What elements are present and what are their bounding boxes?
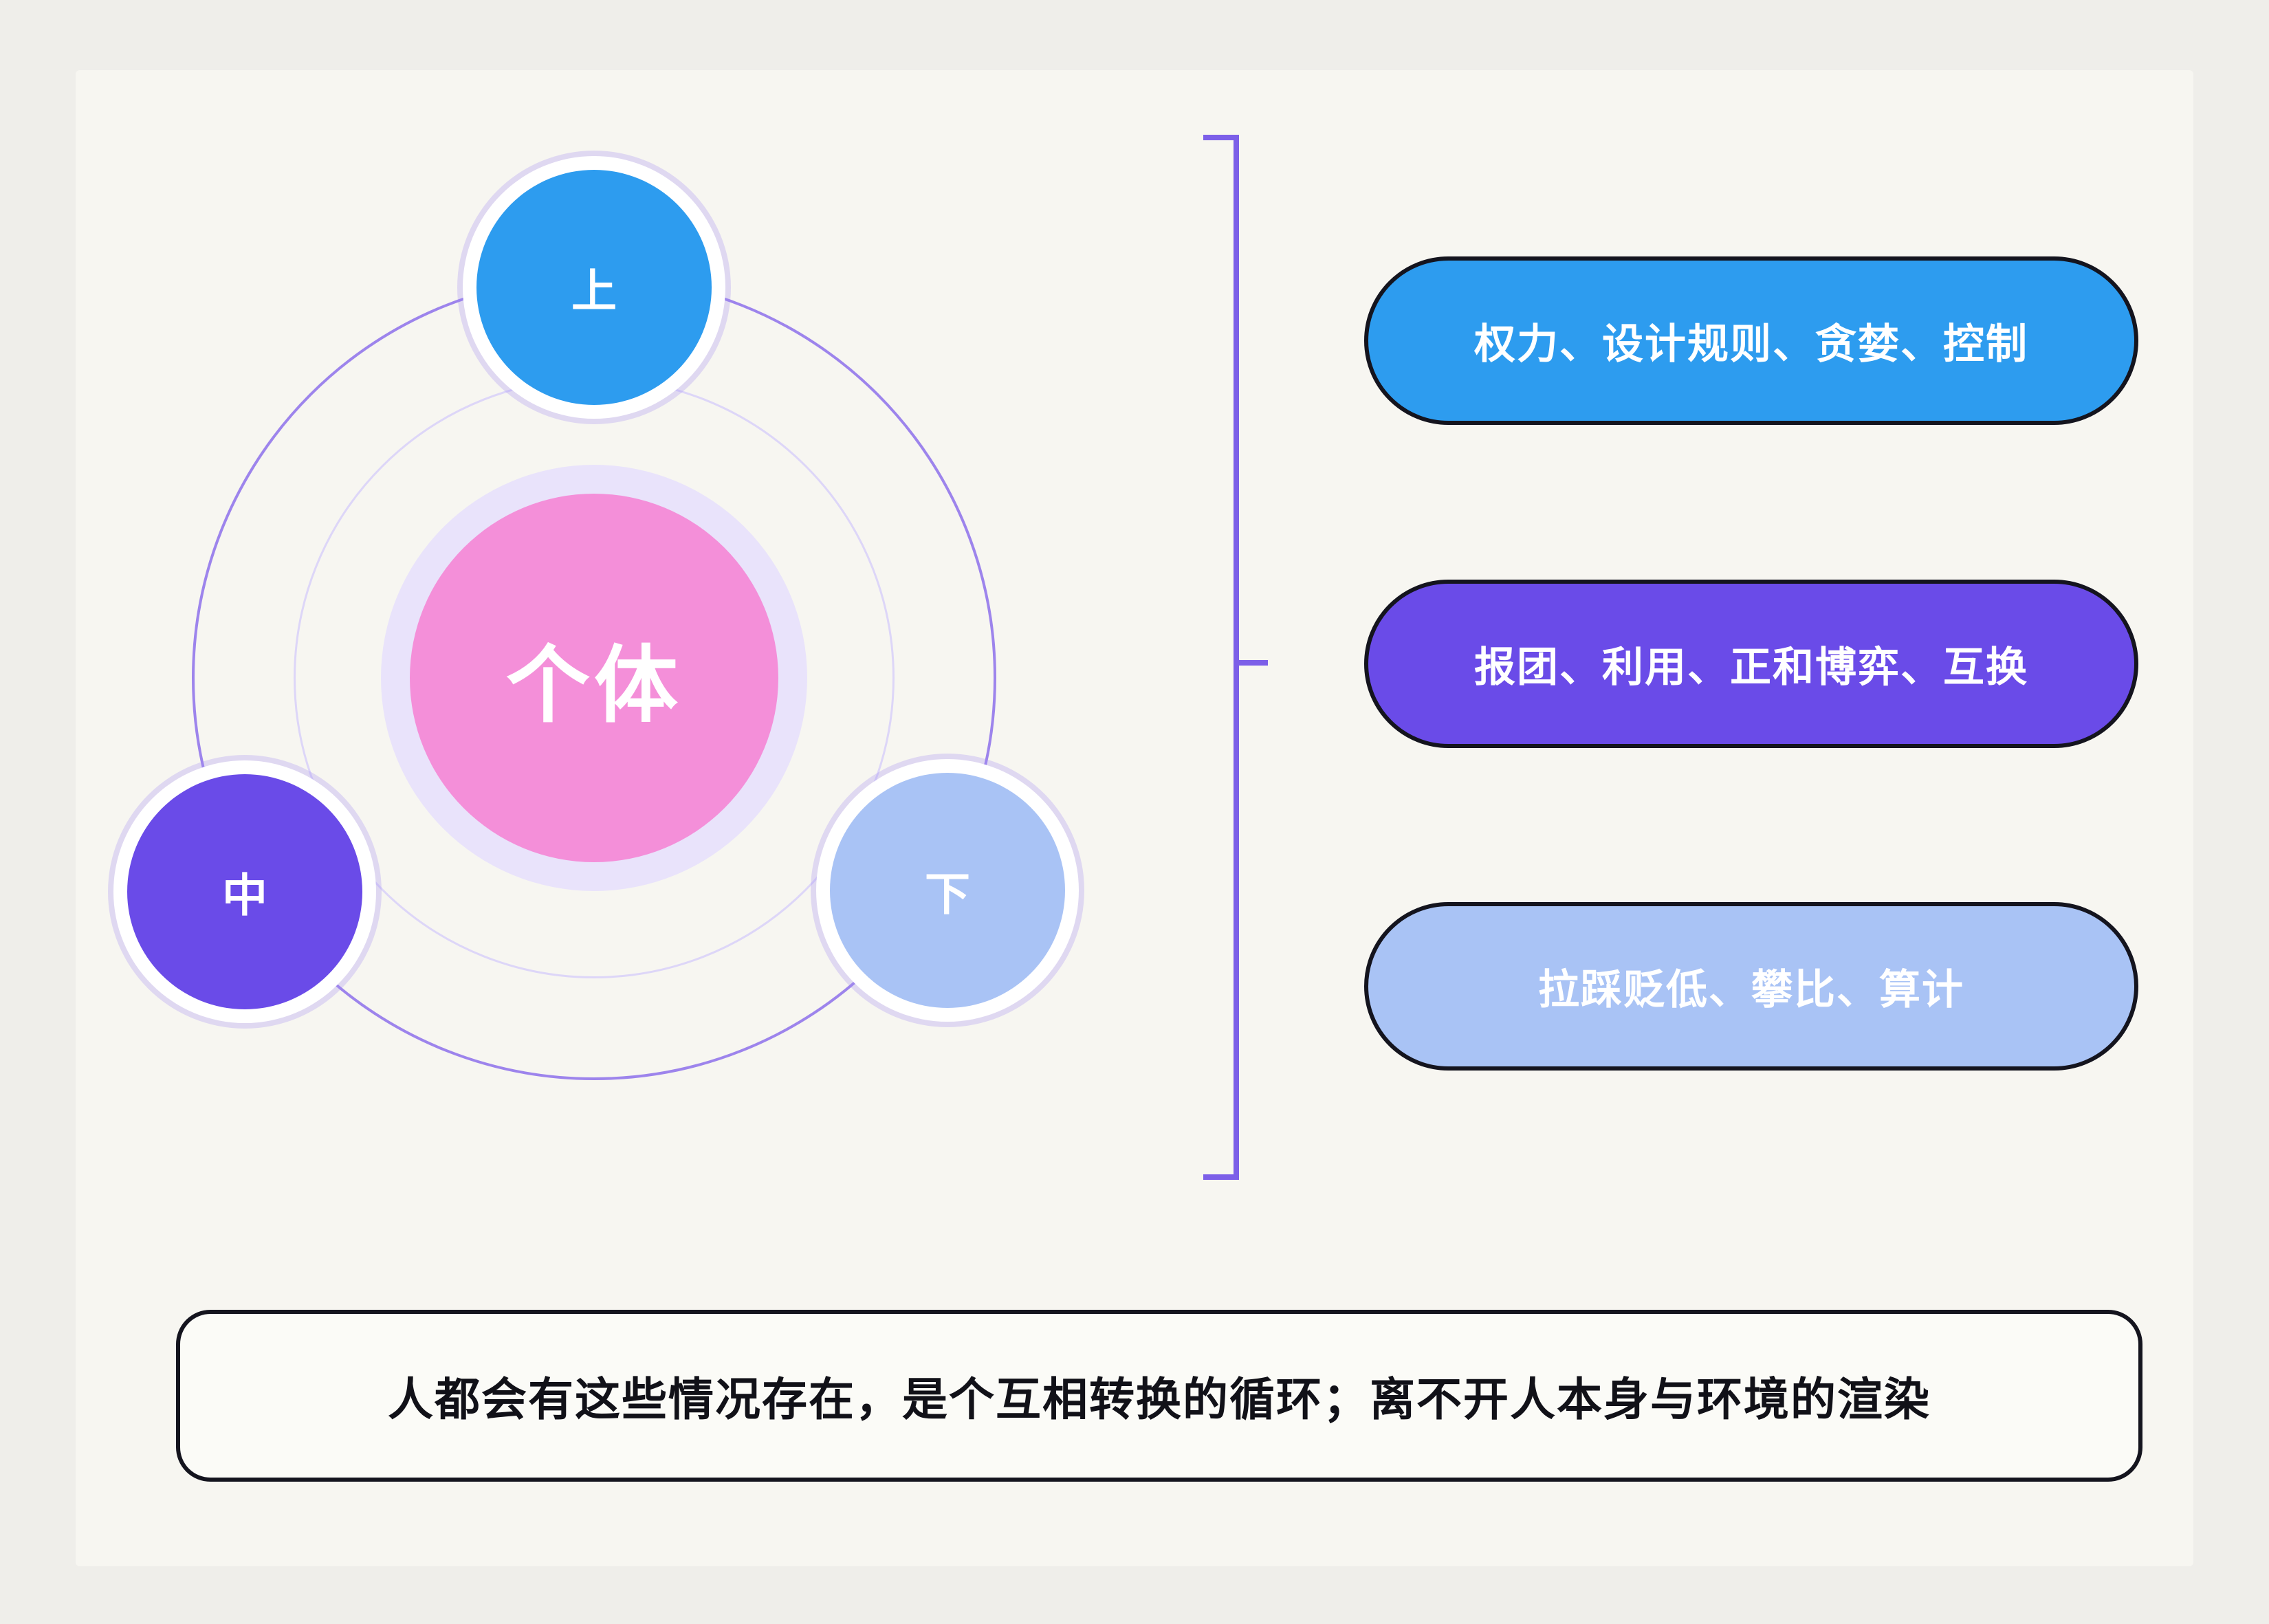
satellite-node-top[interactable]: 上: [476, 170, 712, 405]
bracket-connector: [1234, 135, 1239, 1180]
note-box[interactable]: 人都会有这些情况存在，是个互相转换的循环；离不开人本身与环境的渲染: [176, 1310, 2142, 1482]
note-box-label: 人都会有这些情况存在，是个互相转换的循环；离不开人本身与环境的渲染: [388, 1373, 1931, 1426]
bracket-tick-bottom: [1203, 1174, 1239, 1180]
pill-middle-traits-label: 报团、利用、正和博弈、互换: [1474, 644, 2028, 692]
pill-bottom-traits-label: 拉踩贬低、攀比、算计: [1538, 966, 1964, 1014]
pill-top-traits-label: 权力、设计规则、贪婪、控制: [1474, 320, 2028, 369]
bracket-tick-middle: [1234, 660, 1268, 666]
satellite-node-bottom-label: 下: [925, 868, 970, 921]
pill-top-traits[interactable]: 权力、设计规则、贪婪、控制: [1364, 256, 2138, 425]
bracket-tick-top: [1203, 135, 1239, 140]
pill-bottom-traits[interactable]: 拉踩贬低、攀比、算计: [1364, 902, 2138, 1071]
satellite-node-bottom[interactable]: 下: [830, 773, 1065, 1008]
satellite-node-top-label: 上: [571, 265, 617, 318]
satellite-node-middle[interactable]: 中: [127, 774, 362, 1009]
center-node-label: 个体: [506, 636, 682, 734]
pill-middle-traits[interactable]: 报团、利用、正和博弈、互换: [1364, 580, 2138, 748]
satellite-node-middle-label: 中: [222, 869, 267, 922]
center-node[interactable]: 个体: [410, 494, 778, 862]
